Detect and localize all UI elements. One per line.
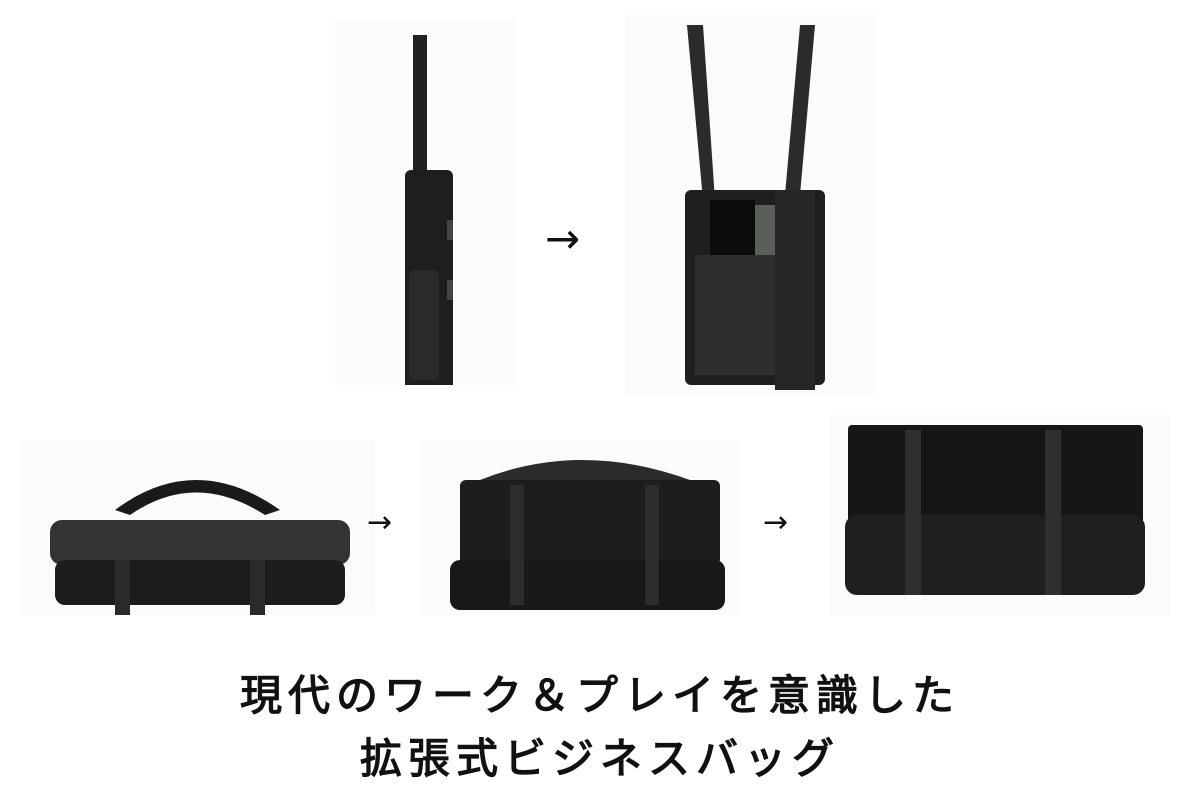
bag-front-flat-photo (20, 440, 375, 615)
arrow-bottom-1: → (367, 505, 393, 540)
bag-front-full-illustration (845, 425, 1145, 595)
arrow-bottom-2: → (763, 505, 789, 540)
caption-line-1: 現代のワーク＆プレイを意識した (239, 671, 960, 720)
bag-side-collapsed-illustration (405, 35, 453, 385)
bag-front-flat-illustration (50, 480, 350, 615)
bag-front-full-photo (830, 415, 1170, 615)
caption-line-2: 拡張式ビジネスバッグ (359, 734, 840, 783)
bag-front-mid-photo (420, 440, 740, 615)
bag-side-expanded-illustration (685, 25, 825, 390)
bag-front-mid-illustration (450, 460, 725, 610)
bag-side-expanded-photo (625, 15, 875, 395)
arrow-top: → (545, 214, 581, 263)
bag-side-collapsed-photo (335, 20, 515, 385)
